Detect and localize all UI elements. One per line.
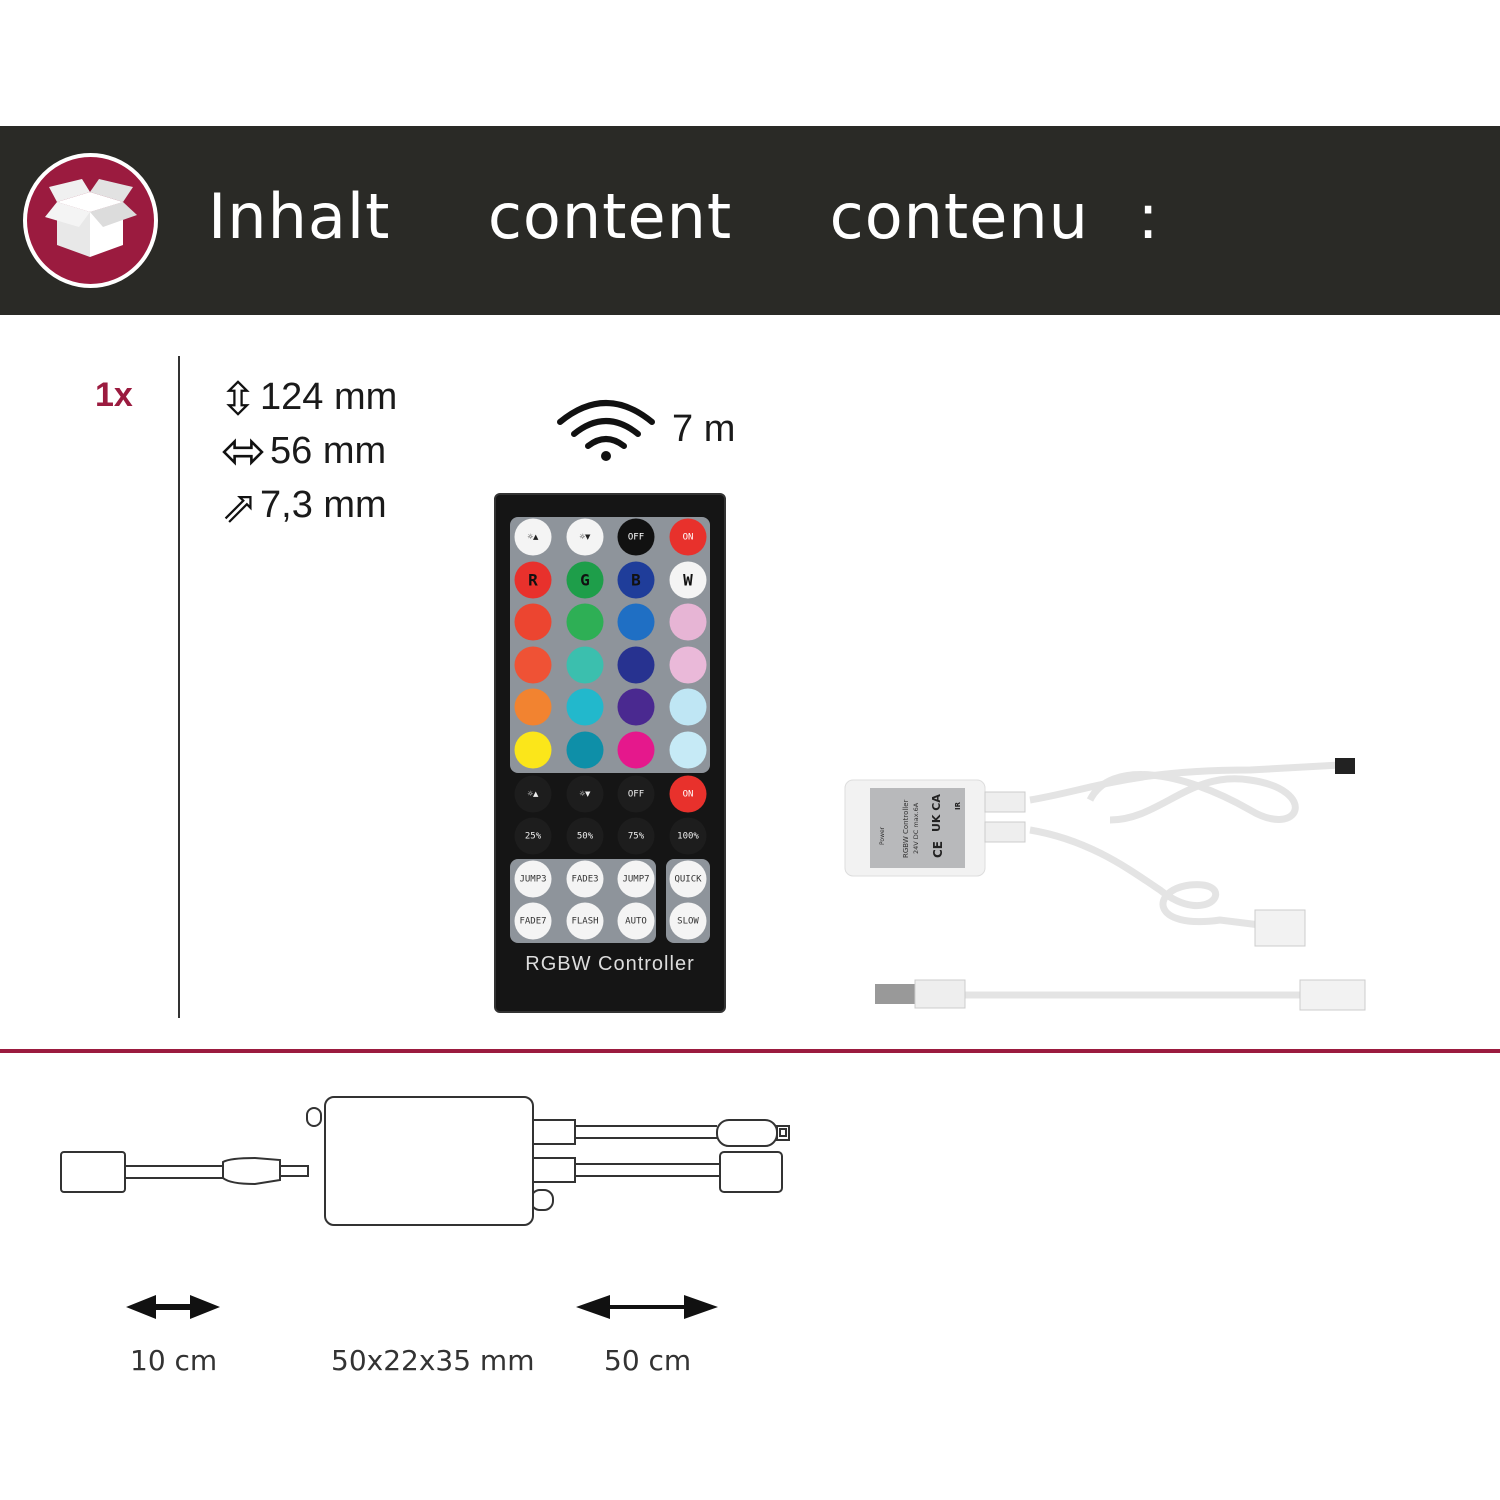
remote-button[interactable] <box>617 688 655 726</box>
depth-arrow-icon <box>224 495 252 523</box>
color-panel <box>510 517 710 773</box>
remote-button[interactable]: AUTO <box>617 902 655 940</box>
page-title: Inhalt content contenu : <box>208 180 1160 253</box>
remote-button[interactable] <box>566 646 604 683</box>
range-value: 7 m <box>672 408 736 450</box>
remote-button[interactable] <box>669 646 707 683</box>
remote-button[interactable]: OFF <box>617 518 655 556</box>
height-value: 124 mm <box>260 376 398 418</box>
ir-port-label: IR <box>954 801 962 810</box>
ukca-mark: UK CA <box>930 794 943 832</box>
remote-button[interactable]: 50% <box>566 817 604 855</box>
dimension-drawing <box>60 1096 790 1226</box>
remote-button[interactable] <box>566 603 604 641</box>
remote-button[interactable]: W <box>669 561 707 598</box>
remote-button[interactable]: OFF <box>617 775 655 813</box>
controller-print: RGBW Controller <box>902 799 910 858</box>
remote-button[interactable]: R <box>514 561 552 598</box>
cable-length-long: 50 cm <box>604 1344 692 1377</box>
dimension-width: 56 mm <box>222 430 386 473</box>
controller-photo: Power RGBW Controller 24V DC max.6A UK C… <box>844 758 1366 1011</box>
length-arrow-10cm <box>126 1295 220 1319</box>
remote-button[interactable] <box>514 646 552 683</box>
remote-button[interactable] <box>514 731 552 768</box>
remote-button[interactable] <box>566 731 604 768</box>
wireless-signal-icon <box>557 400 655 461</box>
remote-button[interactable]: JUMP3 <box>514 860 552 898</box>
section-divider <box>0 1049 1500 1053</box>
remote-button[interactable] <box>514 603 552 641</box>
controller-power-label: Power <box>879 826 886 845</box>
depth-value: 7,3 mm <box>260 484 387 526</box>
cable-length-short: 10 cm <box>130 1344 218 1377</box>
remote-button[interactable]: ☼▼ <box>566 518 604 556</box>
height-arrow-icon <box>226 379 250 416</box>
remote-button[interactable] <box>617 646 655 683</box>
remote-button[interactable] <box>617 603 655 641</box>
remote-button[interactable]: FADE3 <box>566 860 604 898</box>
divider <box>178 356 180 1018</box>
remote-button[interactable] <box>514 688 552 726</box>
dimension-depth: 7,3 mm <box>222 484 387 527</box>
remote-button[interactable]: ON <box>669 518 707 556</box>
remote-label: RGBW Controller <box>525 953 695 975</box>
remote-button[interactable]: SLOW <box>669 902 707 940</box>
remote-button[interactable]: ☼▲ <box>514 518 552 556</box>
ce-mark: CE <box>931 841 945 858</box>
remote-button[interactable]: 100% <box>669 817 707 855</box>
remote-button[interactable]: FLASH <box>566 902 604 940</box>
width-arrow-icon <box>222 437 264 466</box>
remote-button[interactable]: FADE7 <box>514 902 552 940</box>
remote-button[interactable]: ON <box>669 775 707 813</box>
remote-button[interactable] <box>669 603 707 641</box>
remote-button[interactable] <box>669 688 707 726</box>
remote-button[interactable]: G <box>566 561 604 598</box>
remote-button[interactable]: ☼▲ <box>514 775 552 813</box>
header-band <box>0 126 1500 315</box>
remote-button[interactable]: 75% <box>617 817 655 855</box>
remote-button[interactable] <box>617 731 655 768</box>
length-arrow-50cm <box>576 1295 718 1319</box>
controller-size: 50x22x35 mm <box>331 1344 535 1377</box>
remote-button[interactable]: B <box>617 561 655 598</box>
dimension-height: 124 mm <box>222 376 397 419</box>
controller-rating: 24V DC max.6A <box>912 802 920 854</box>
quantity: 1x <box>95 376 133 414</box>
remote-button[interactable] <box>566 688 604 726</box>
remote-button[interactable]: ☼▼ <box>566 775 604 813</box>
remote-button[interactable] <box>669 731 707 768</box>
remote-button[interactable]: QUICK <box>669 860 707 898</box>
open-box-icon <box>23 153 158 288</box>
width-value: 56 mm <box>270 430 387 472</box>
remote-button[interactable]: 25% <box>514 817 552 855</box>
remote-button[interactable]: JUMP7 <box>617 860 655 898</box>
